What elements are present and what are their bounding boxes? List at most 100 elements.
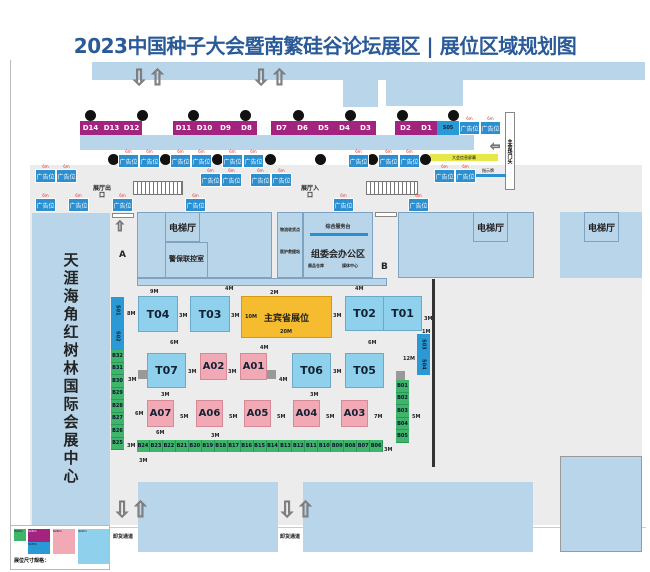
up-down-arrow-icon: ⇩⇧ [130,66,168,91]
booth-b19[interactable]: B19 [201,440,215,452]
booth-t03[interactable]: T03 [190,296,230,332]
booth-b08[interactable]: B08 [344,440,358,452]
booth-b11[interactable]: B11 [305,440,319,452]
booth-t07[interactable]: T07 [147,353,186,388]
booth-d8[interactable]: D8 [236,121,257,135]
booth-b12[interactable]: B12 [292,440,306,452]
ad-space[interactable]: 广告位 [139,154,160,168]
booth-s02[interactable]: S02 [111,323,124,350]
booth-s03[interactable]: S03 [417,334,430,354]
booth-a05[interactable]: A05 [244,400,271,427]
ad-space[interactable]: 广告位 [333,198,354,212]
ad-space[interactable]: 广告位 [271,173,292,187]
booth-a04[interactable]: A04 [293,400,320,427]
booth-d1[interactable]: D1 [416,121,437,135]
booth-a07[interactable]: A07 [147,400,174,427]
booth-b18[interactable]: B18 [214,440,228,452]
ad-space[interactable]: 广告位 [112,198,133,212]
dimension-t04-t07: 6M [170,340,179,346]
booth-d14[interactable]: D14 [80,121,101,135]
booth-d2[interactable]: D2 [395,121,416,135]
pillar [396,371,405,380]
booth-s05[interactable]: S05 [437,121,459,135]
booth-guest-province[interactable]: 主宾省展位 [241,296,332,338]
service-desk: 综合服务台 [325,224,351,230]
booth-b31[interactable]: B31 [111,362,124,375]
booth-b04[interactable]: B04 [396,417,409,431]
booth-b23[interactable]: B23 [149,440,163,452]
booth-b10[interactable]: B10 [318,440,332,452]
ad-space[interactable]: 广告位 [348,154,369,168]
booth-d6[interactable]: D6 [292,121,313,135]
booth-d12[interactable]: D12 [121,121,142,135]
booth-b21[interactable]: B21 [175,440,189,452]
booth-b02[interactable]: B02 [396,392,409,406]
booth-d4[interactable]: D4 [334,121,355,135]
pillar-dot [315,154,326,165]
booth-b13[interactable]: B13 [279,440,293,452]
booth-d3[interactable]: D3 [355,121,376,135]
ad-space[interactable]: 广告位 [56,169,77,183]
booth-t05[interactable]: T05 [345,353,384,388]
ad-space[interactable]: 广告位 [399,154,420,168]
booth-a03[interactable]: A03 [341,400,368,427]
booth-d11[interactable]: D11 [173,121,194,135]
booth-d5[interactable]: D5 [313,121,334,135]
ad-space[interactable]: 广告位 [191,154,212,168]
booth-b32[interactable]: B32 [111,350,124,363]
booth-b15[interactable]: B15 [253,440,267,452]
booth-d7[interactable]: D7 [271,121,292,135]
booth-b17[interactable]: B17 [227,440,241,452]
ad-space[interactable]: 广告位 [434,169,455,183]
booth-a02[interactable]: A02 [200,353,227,380]
booth-d10[interactable]: D10 [194,121,215,135]
ad-space[interactable]: 广告位 [455,169,476,183]
booth-b16[interactable]: B16 [240,440,254,452]
booth-a01[interactable]: A01 [240,353,267,380]
booth-b27[interactable]: B27 [111,412,124,425]
booth-s01[interactable]: S01 [111,297,124,323]
booth-t04[interactable]: T04 [138,296,178,332]
booth-b09[interactable]: B09 [331,440,345,452]
ad-space[interactable]: 广告位 [35,198,56,212]
booth-b07[interactable]: B07 [357,440,371,452]
booth-b14[interactable]: B14 [266,440,280,452]
ad-space[interactable]: 广告位 [68,198,89,212]
logistics-medical-block [277,212,303,278]
booth-b29[interactable]: B29 [111,387,124,400]
ad-space[interactable]: 广告位 [35,169,56,183]
booth-b20[interactable]: B20 [188,440,202,452]
ad-space[interactable]: 广告位 [200,173,221,187]
booth-b03[interactable]: B03 [396,405,409,418]
ad-size-label: 6m [228,168,235,173]
ad-space[interactable]: 广告位 [480,121,501,135]
booth-a06[interactable]: A06 [196,400,223,427]
ad-space[interactable]: 广告位 [222,154,243,168]
booth-b06[interactable]: B06 [370,440,384,452]
booth-b28[interactable]: B28 [111,400,124,413]
booth-t06[interactable]: T06 [292,353,331,388]
ad-space[interactable]: 广告位 [185,198,206,212]
ad-space[interactable]: 广告位 [378,154,399,168]
booth-d13[interactable]: D13 [101,121,122,135]
booth-b30[interactable]: B30 [111,375,124,388]
ad-space[interactable]: 广告位 [118,154,139,168]
booth-b01[interactable]: B01 [396,380,409,393]
booth-b24[interactable]: B24 [137,440,150,452]
ad-space[interactable]: 广告位 [221,173,242,187]
ad-space[interactable]: 广告位 [170,154,191,168]
ad-space[interactable]: 广告位 [250,173,271,187]
booth-b22[interactable]: B22 [162,440,176,452]
booth-s04[interactable]: S04 [417,354,430,375]
booth-b26[interactable]: B26 [111,425,124,438]
dimension-left-b24: 3M [127,443,136,449]
ad-space[interactable]: 广告位 [459,121,480,135]
booth-t02[interactable]: T02 [345,296,384,331]
booth-d9[interactable]: D9 [215,121,236,135]
ad-space[interactable]: 广告位 [408,198,429,212]
hall-exit-label: 展厅出口 [92,185,111,199]
booth-b25[interactable]: B25 [111,437,124,450]
booth-b05[interactable]: B05 [396,430,409,443]
ad-space[interactable]: 广告位 [243,154,264,168]
booth-t01[interactable]: T01 [383,296,422,331]
